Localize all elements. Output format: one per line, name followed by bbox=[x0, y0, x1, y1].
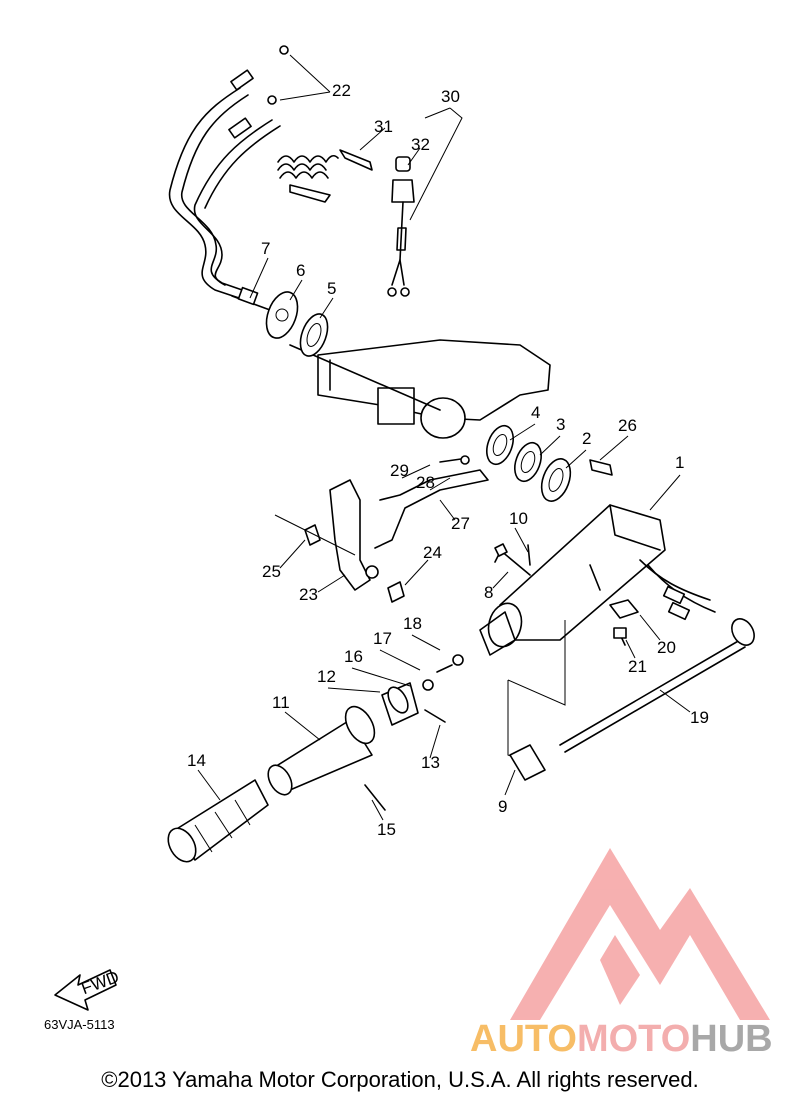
drawing-code: 63VJA-5113 bbox=[44, 1017, 115, 1032]
part-num-19: 19 bbox=[690, 708, 709, 727]
friction-adjuster bbox=[494, 543, 531, 576]
part-num-7: 7 bbox=[261, 239, 270, 258]
part-num-18: 18 bbox=[403, 614, 422, 633]
part-num-28: 28 bbox=[416, 473, 435, 492]
part-num-31: 31 bbox=[374, 117, 393, 136]
part-num-21: 21 bbox=[628, 657, 647, 676]
part-num-13: 13 bbox=[421, 753, 440, 772]
leader-lines bbox=[274, 514, 566, 761]
part-num-2: 2 bbox=[582, 429, 591, 448]
part-num-4: 4 bbox=[531, 403, 540, 422]
part-num-20: 20 bbox=[657, 638, 676, 657]
watermark-auto: AUTO bbox=[470, 1018, 577, 1060]
part-num-16: 16 bbox=[344, 647, 363, 666]
part-number-labels: 1 2 3 4 5 6 7 8 9 10 11 12 13 14 15 16 1… bbox=[187, 81, 709, 839]
watermark-logo bbox=[510, 848, 770, 1020]
part-num-5: 5 bbox=[327, 279, 336, 298]
part-num-8: 8 bbox=[484, 583, 493, 602]
washer-stack bbox=[231, 286, 329, 357]
throttle-cables bbox=[168, 45, 289, 301]
stop-switch-assembly bbox=[277, 149, 415, 297]
part-num-3: 3 bbox=[556, 415, 565, 434]
watermark-moto: MOTO bbox=[576, 1018, 691, 1060]
part-num-11: 11 bbox=[272, 693, 290, 712]
part-num-32: 32 bbox=[411, 135, 430, 154]
part-num-30: 30 bbox=[441, 87, 460, 106]
part-num-29: 29 bbox=[390, 461, 409, 480]
part-num-12: 12 bbox=[317, 667, 336, 686]
part-num-17: 17 bbox=[373, 629, 392, 648]
rod-assembly bbox=[509, 618, 755, 781]
part-num-14: 14 bbox=[187, 751, 206, 770]
watermark-text: AUTOMOTOHUB bbox=[470, 1018, 773, 1061]
part-num-15: 15 bbox=[377, 820, 396, 839]
part-num-24: 24 bbox=[423, 543, 442, 562]
bracket-arm bbox=[304, 479, 405, 603]
callout-leaders bbox=[197, 54, 691, 821]
fwd-arrow-icon: FWD bbox=[54, 967, 122, 1011]
part-num-10: 10 bbox=[509, 509, 528, 528]
part-num-26: 26 bbox=[618, 416, 637, 435]
steering-handle bbox=[479, 504, 716, 656]
bushings bbox=[486, 424, 613, 502]
part-num-9: 9 bbox=[498, 797, 507, 816]
steering-bracket bbox=[289, 339, 551, 439]
part-num-23: 23 bbox=[299, 585, 318, 604]
copyright-text: ©2013 Yamaha Motor Corporation, U.S.A. A… bbox=[101, 1067, 699, 1092]
throttle-rod bbox=[374, 455, 489, 549]
part-num-1: 1 bbox=[675, 453, 684, 472]
part-num-6: 6 bbox=[296, 261, 305, 280]
watermark-hub: HUB bbox=[690, 1018, 773, 1060]
part-num-25: 25 bbox=[262, 562, 281, 581]
fwd-label: FWD bbox=[79, 967, 122, 998]
part-num-22: 22 bbox=[332, 81, 351, 100]
part-num-27: 27 bbox=[451, 514, 470, 533]
throttle-grip bbox=[267, 654, 464, 811]
grip-cover bbox=[167, 779, 269, 863]
